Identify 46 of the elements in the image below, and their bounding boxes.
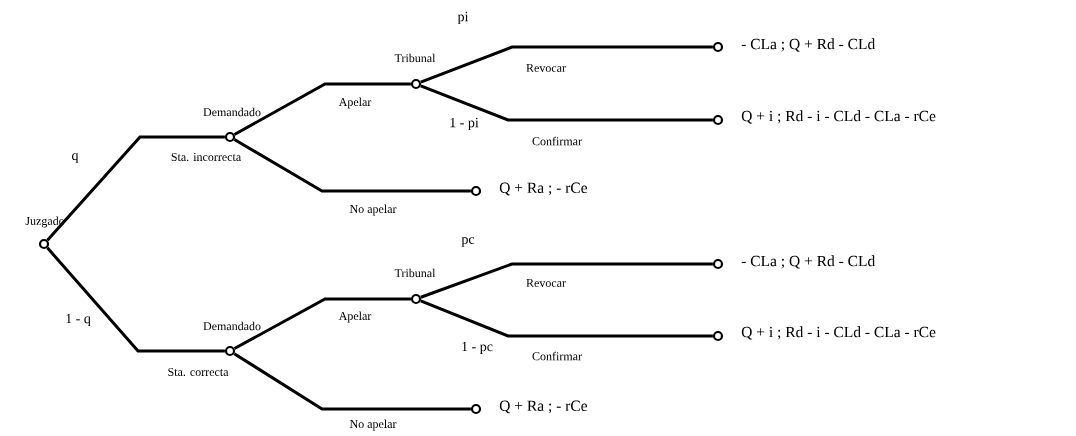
edge-label: Confirmar	[532, 136, 582, 146]
edge-label: No apelar	[349, 204, 397, 216]
node-label: Q + i ; Rd - i - CLd - CLa - rCe	[741, 326, 936, 340]
edge-label: Revocar	[526, 279, 566, 287]
probability-label: 1 - q	[66, 313, 91, 327]
edge-label: Sta. incorrecta	[171, 152, 241, 162]
node-label: - CLa ; Q + Rd - CLd	[741, 38, 876, 52]
node-label: Demandado	[203, 321, 261, 331]
edge-label: Revocar	[526, 64, 566, 72]
node-label: Q + i ; Rd - i - CLd - CLa - rCe	[741, 110, 936, 124]
decision-node: Tribunal	[394, 53, 436, 90]
edge-label: Sta. correcta	[168, 367, 229, 377]
terminal-node: Q + i ; Rd - i - CLd - CLa - rCe	[712, 326, 936, 342]
node-label: Tribunal	[394, 268, 436, 278]
terminal-node: Q + i ; Rd - i - CLd - CLa - rCe	[712, 110, 936, 126]
edge-label: Apelar	[338, 311, 372, 323]
probability-label: pc	[461, 237, 475, 247]
node-label: - CLa ; Q + Rd - CLd	[741, 255, 876, 269]
node-label: Tribunal	[394, 53, 436, 63]
node-label: Q + Ra ; - rCe	[499, 400, 588, 414]
terminal-node: Q + Ra ; - rCe	[470, 400, 588, 415]
branch-line	[233, 82, 411, 136]
branch-line	[420, 45, 713, 84]
node-label: Q + Ra ; - rCe	[499, 182, 588, 196]
edge-label: Apelar	[338, 97, 372, 109]
edge-label: Confirmar	[532, 351, 582, 361]
branch-line	[233, 297, 411, 350]
decision-node: Demandado	[203, 321, 261, 357]
branch-line	[420, 262, 713, 299]
terminal-node: Q + Ra ; - rCe	[470, 182, 588, 197]
branch-line	[46, 135, 225, 242]
node-label: Demandado	[203, 107, 261, 117]
decision-node: Demandado	[203, 107, 261, 143]
terminal-node: - CLa ; Q + Rd - CLd	[712, 38, 876, 53]
decision-node: Tribunal	[394, 268, 436, 305]
probability-label: pi	[457, 11, 469, 25]
branch-line	[420, 84, 713, 122]
probability-label: 1 - pc	[462, 341, 493, 355]
probability-label: 1 - pi	[450, 117, 479, 131]
branch-line	[233, 352, 471, 411]
probability-label: q	[72, 153, 79, 163]
edge-label: No apelar	[349, 419, 397, 431]
branch-line	[420, 299, 713, 338]
terminal-node: - CLa ; Q + Rd - CLd	[712, 255, 876, 270]
branch-line	[46, 246, 225, 353]
branch-line	[233, 138, 471, 193]
